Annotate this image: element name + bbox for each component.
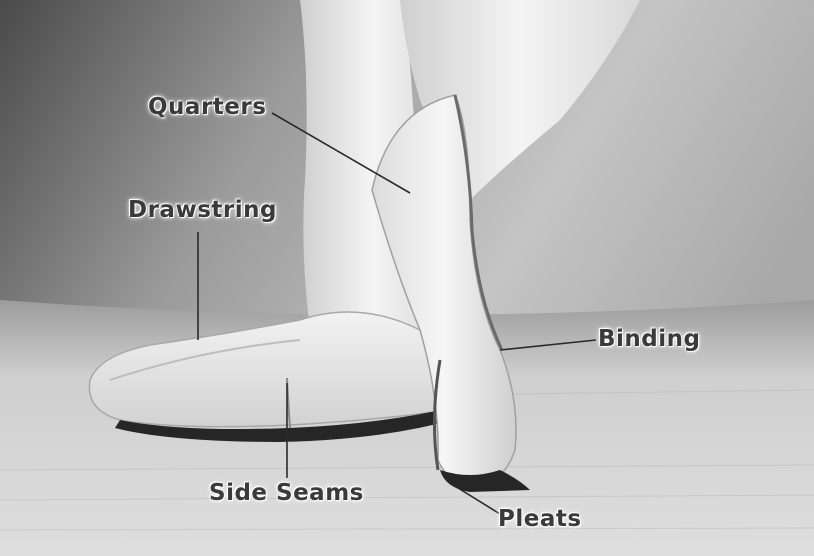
label-side-seams: Side Seams [209, 482, 364, 505]
label-binding: Binding [598, 328, 700, 351]
label-pleats: Pleats [498, 508, 582, 531]
label-quarters: Quarters [148, 96, 266, 119]
label-drawstring: Drawstring [128, 199, 277, 222]
